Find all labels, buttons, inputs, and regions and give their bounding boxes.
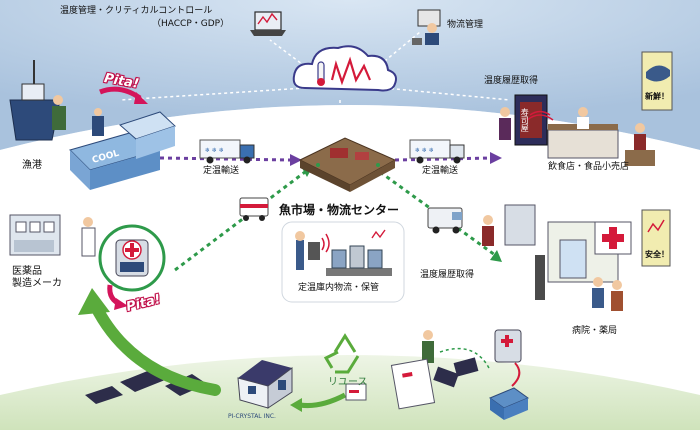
hospital-scene <box>482 204 632 311</box>
house-icon <box>237 360 293 409</box>
sushi-sign-label: 寿司屋 <box>520 108 530 132</box>
return-red-arrow <box>511 362 521 387</box>
laptop-icon <box>250 11 286 36</box>
return-dotted-path <box>439 347 491 371</box>
return-arrow <box>299 392 347 408</box>
transport-left-label: 定温輸送 <box>203 166 240 176</box>
fresh-sign-label: 新鮮！ <box>645 92 669 101</box>
purple-arrow-right <box>490 152 502 164</box>
history-bottom-label: 温度履歴取得 <box>420 270 475 280</box>
safe-sign-icon <box>641 209 671 267</box>
green-arrow-right <box>490 250 502 262</box>
pharma-label-line2: 製造メーカ <box>12 278 62 289</box>
medicine-box-icon <box>115 239 149 277</box>
safe-sign-label: 安全！ <box>645 250 669 259</box>
truck-left-icon: ❄ ❄ ❄ <box>199 139 255 164</box>
reuse-arrow <box>89 299 221 396</box>
van-left-icon <box>239 197 269 221</box>
pharma-label-line1: 医薬品 <box>12 266 42 277</box>
logistics-management-label: 物流管理 <box>447 20 484 30</box>
svg-text:❄ ❄ ❄: ❄ ❄ ❄ <box>415 147 434 154</box>
pita-bottom-arrowhead <box>114 298 128 310</box>
fishing-port-label: 漁港 <box>22 160 42 171</box>
fish-market-label: 魚市場・物流センター <box>279 203 400 217</box>
return-arrowhead <box>290 398 302 412</box>
truck-right-icon: ❄ ❄ ❄ <box>409 139 465 164</box>
haccp-label: （HACCP・GDP） <box>152 19 230 29</box>
pita-top-arrowhead <box>134 92 148 104</box>
returned-items-scene <box>345 329 530 420</box>
transport-right-label: 定温輸送 <box>422 166 459 176</box>
hospital-label: 病院・薬局 <box>572 326 618 336</box>
history-top-label: 温度履歴取得 <box>484 76 539 86</box>
reuse-arrowhead <box>78 288 110 315</box>
cloud-icon <box>292 45 397 92</box>
operator-icon <box>412 9 441 45</box>
pharma-scene <box>9 214 96 257</box>
reuse-label: リユース <box>328 377 368 388</box>
fishing-port-scene: COOL <box>9 60 176 190</box>
company-label: PI-CRYSTAL INC. <box>228 413 276 420</box>
fresh-sign-icon <box>641 51 673 111</box>
restaurant-label: 飲食店・食品小売店 <box>548 162 630 172</box>
purple-route <box>159 156 491 162</box>
temp-management-label: 温度管理・クリティカルコントロール <box>60 6 213 16</box>
purple-arrow-left <box>290 154 302 166</box>
green-route <box>174 170 496 272</box>
fish-market-building-icon <box>298 137 397 192</box>
warehouse-panel <box>281 221 405 303</box>
recycle-icon <box>323 333 360 374</box>
restaurant-scene <box>499 94 655 166</box>
svg-text:❄ ❄ ❄: ❄ ❄ ❄ <box>205 147 224 154</box>
warehouse-label: 定温庫内物流・保管 <box>298 283 380 293</box>
van-right-icon <box>427 207 463 234</box>
